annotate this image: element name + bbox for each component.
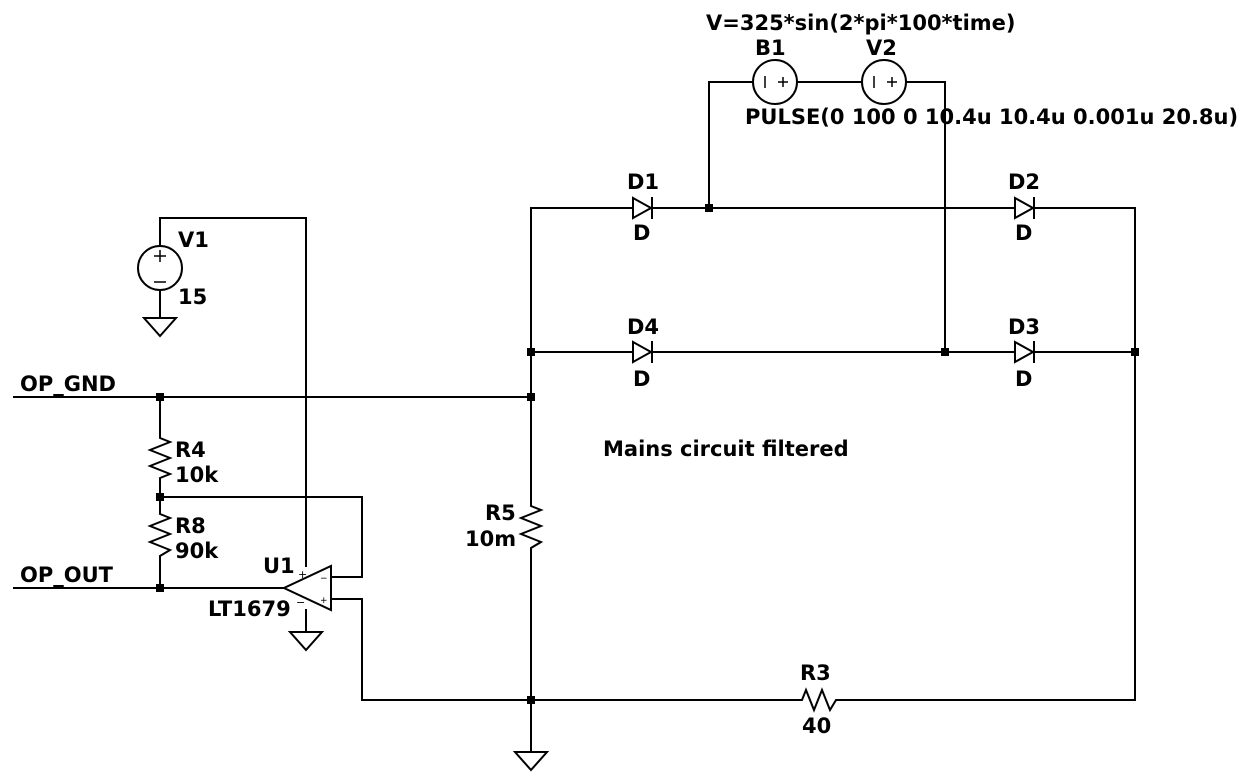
r3-zigzag (795, 687, 841, 713)
junction-dot (527, 696, 535, 704)
b1-value: V=325*sin(2*pi*100*time) (706, 11, 1016, 35)
d3-model: D (1015, 367, 1032, 391)
u1-name: U1 (263, 554, 295, 578)
resistor-r8[interactable]: R8 90k (147, 507, 219, 563)
r3-name: R3 (800, 661, 831, 685)
ground-icon (141, 317, 179, 338)
junction-dot (156, 584, 164, 592)
r4-value: 10k (175, 463, 219, 487)
r4-name: R4 (175, 438, 206, 462)
wire-v1-supply (159, 217, 307, 567)
wire-d1-left (530, 207, 633, 353)
u1-supply-minus: − (296, 596, 305, 609)
d2-name: D2 (1008, 170, 1040, 194)
u1-model: LT1679 (208, 597, 291, 621)
source-v2[interactable]: V2 PULSE(0 100 0 10.4u 10.4u 0.001u 20.8… (745, 36, 1238, 129)
u1-pin-minus: − (320, 574, 328, 584)
u1-pin-plus: + (320, 596, 328, 606)
r4-zigzag (147, 431, 173, 485)
d1-name: D1 (627, 170, 659, 194)
d3-name: D3 (1008, 315, 1040, 339)
wire-feedback (159, 496, 363, 578)
b1-circle (752, 59, 798, 105)
d4-symbol (632, 340, 654, 364)
junction-dot (1131, 348, 1139, 356)
wire-d2-right (1033, 207, 1136, 701)
d1-symbol (632, 196, 654, 220)
resistor-r3[interactable]: R3 40 (795, 661, 841, 738)
junction-dot (156, 393, 164, 401)
wires (13, 81, 1136, 753)
diode-d1[interactable]: D1 D (627, 170, 659, 245)
net-label-op-gnd: OP_GND (20, 372, 116, 396)
d2-symbol (1014, 196, 1036, 220)
v1-name: V1 (178, 228, 209, 252)
junction-dot (705, 204, 713, 212)
v2-name: V2 (866, 36, 897, 60)
wire-b1-left (708, 81, 754, 209)
diode-d3[interactable]: D3 D (1008, 315, 1040, 391)
net-label-op-out: OP_OUT (20, 563, 114, 587)
junction-dot (156, 493, 164, 501)
schematic-comment: Mains circuit filtered (603, 437, 849, 461)
source-v1[interactable]: V1 15 (137, 228, 209, 309)
d2-model: D (1015, 221, 1032, 245)
v2-circle (861, 59, 907, 105)
r8-zigzag (147, 507, 173, 563)
ground-symbols (141, 317, 550, 772)
wire-v2-right (905, 81, 946, 353)
source-b1[interactable]: B1 V=325*sin(2*pi*100*time) (706, 11, 1016, 105)
resistor-r4[interactable]: R4 10k (147, 431, 219, 487)
resistor-r5[interactable]: R5 10m (465, 499, 544, 553)
junction-dot (527, 348, 535, 356)
wire-r3-left (330, 598, 797, 701)
r5-value: 10m (465, 527, 516, 551)
junction-dot (527, 393, 535, 401)
r8-value: 90k (175, 539, 219, 563)
d4-name: D4 (627, 315, 659, 339)
ground-icon (512, 751, 550, 772)
junction-dot (941, 348, 949, 356)
ground-icon (287, 631, 325, 652)
diode-d4[interactable]: D4 D (627, 315, 659, 391)
v1-value: 15 (178, 285, 207, 309)
r8-name: R8 (175, 514, 206, 538)
r3-value: 40 (802, 714, 831, 738)
opamp-u1[interactable]: − + + − U1 LT1679 (208, 554, 332, 621)
junction-dots (156, 204, 1139, 704)
u1-triangle (281, 564, 332, 612)
r5-name: R5 (485, 501, 516, 525)
v1-circle (137, 245, 183, 291)
d3-symbol (1014, 340, 1036, 364)
d1-model: D (633, 221, 650, 245)
diode-d2[interactable]: D2 D (1008, 170, 1040, 245)
d4-model: D (633, 367, 650, 391)
u1-supply-plus: + (298, 568, 307, 581)
v2-value: PULSE(0 100 0 10.4u 10.4u 0.001u 20.8u) (745, 105, 1238, 129)
b1-name: B1 (755, 36, 786, 60)
r5-zigzag (518, 499, 544, 553)
